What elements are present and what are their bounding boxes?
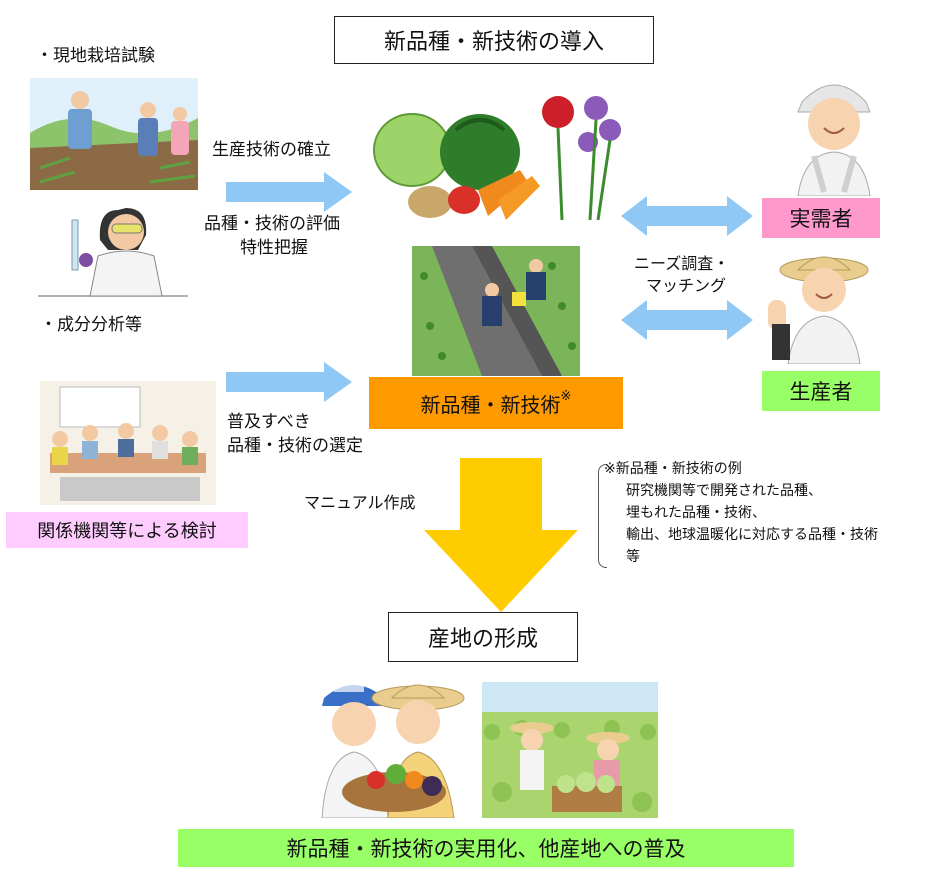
note-line-1: ※新品種・新技術の例: [604, 461, 742, 477]
establish-text: 生産技術の確立: [212, 140, 331, 160]
note-bracket: [598, 464, 607, 568]
evaluate-text-1: 品種・技術の評価: [204, 214, 340, 234]
analysis-label: ・成分分析等: [40, 315, 142, 335]
producers-basket-illustration: [314, 668, 472, 818]
field-work-illustration: [412, 246, 580, 376]
new-variety-box: 新品種・新技術※: [369, 377, 623, 429]
demand-label: 実需者: [789, 207, 853, 231]
region-title: 産地の形成: [388, 612, 578, 662]
result-banner: 新品種・新技術の実用化、他産地への普及: [178, 829, 794, 867]
vegetables-flowers-illustration: [370, 90, 632, 226]
note-line-4: 輸出、地球温暖化に対応する品種・技術: [626, 527, 878, 543]
harvest-field-illustration: [482, 682, 658, 818]
region-title-text: 産地の形成: [427, 627, 538, 652]
header-title: 新品種・新技術の導入: [334, 16, 654, 64]
needs-text-2: マッチング: [646, 276, 727, 295]
producer-person-illustration: [762, 244, 880, 364]
committee-label-box: 関係機関等による検討: [6, 512, 248, 548]
producer-label: 生産者: [789, 380, 853, 404]
demand-label-box: 実需者: [762, 198, 880, 238]
double-arrow-upper: [621, 196, 753, 236]
note-line-3: 埋もれた品種・技術、: [626, 505, 766, 521]
field-trial-label: ・現地栽培試験: [36, 46, 155, 66]
new-variety-mark: ※: [560, 388, 572, 404]
meeting-illustration: [40, 381, 216, 505]
header-title-text: 新品種・新技術の導入: [383, 30, 604, 55]
select-text-2: 品種・技術の選定: [227, 436, 363, 456]
select-text-1: 普及すべき: [227, 412, 311, 432]
note-line-2: 研究機関等で開発された品種、: [626, 483, 822, 499]
note-line-5: 等: [626, 549, 640, 565]
result-banner-text: 新品種・新技術の実用化、他産地への普及: [286, 837, 686, 861]
arrow-down-yellow: [424, 458, 578, 612]
arrow-right-lower: [226, 362, 352, 402]
committee-label: 関係機関等による検討: [37, 521, 217, 542]
lab-analysis-illustration: [38, 190, 188, 302]
needs-text-1: ニーズ調査・: [634, 254, 730, 273]
field-trial-illustration: [30, 78, 198, 190]
evaluate-text-2: 特性把握: [240, 238, 308, 258]
producer-label-box: 生産者: [762, 371, 880, 411]
manual-text: マニュアル作成: [304, 493, 416, 512]
arrow-right-upper: [226, 172, 352, 212]
new-variety-label: 新品種・新技術: [420, 392, 561, 417]
demand-person-illustration: [784, 68, 884, 196]
double-arrow-lower: [621, 300, 753, 340]
